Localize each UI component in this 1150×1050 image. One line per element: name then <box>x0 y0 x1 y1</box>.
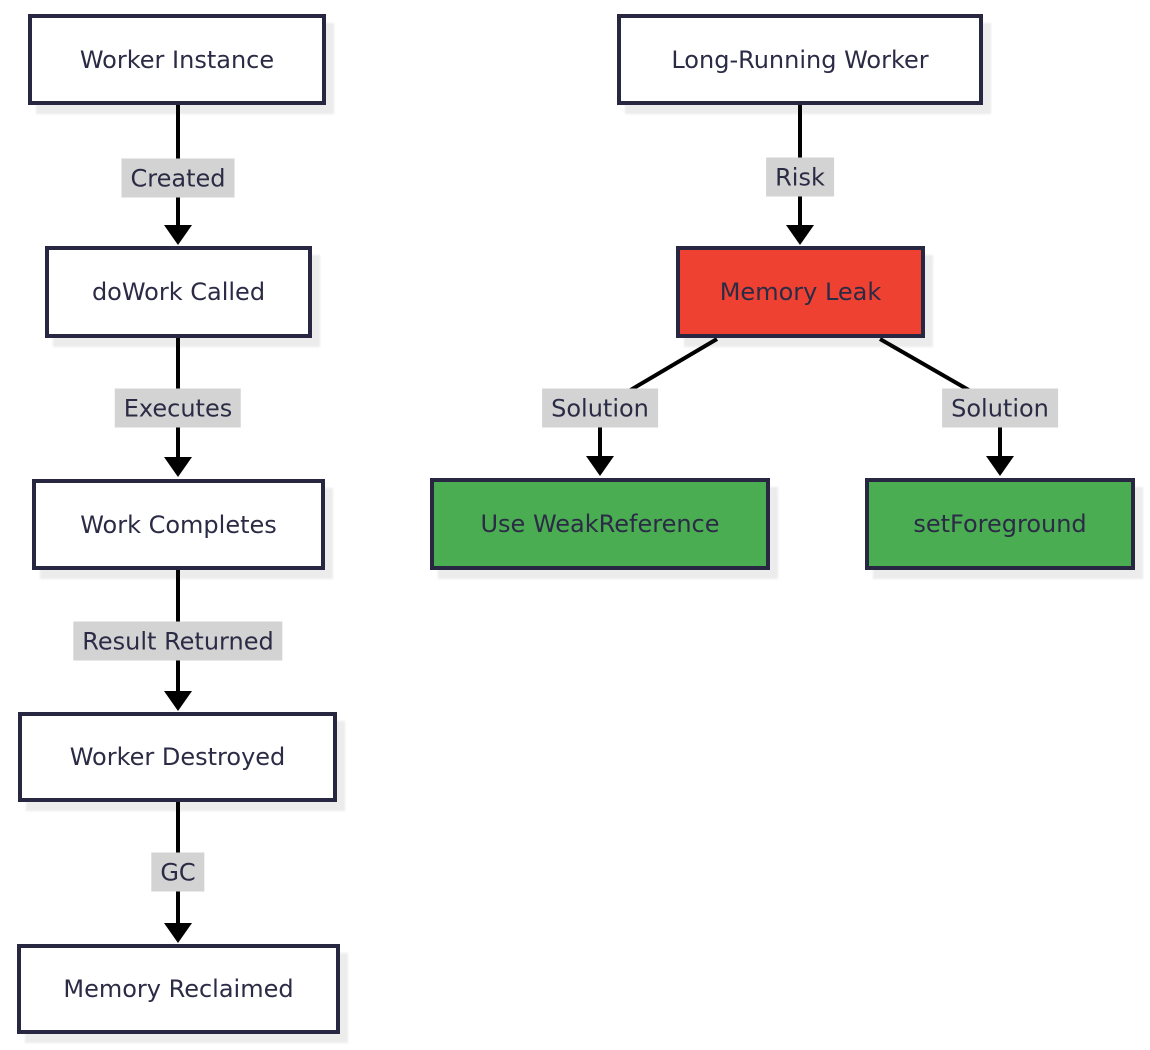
node-dowork-called-label: doWork Called <box>91 278 266 306</box>
node-memory-leak-label: Memory Leak <box>719 278 882 306</box>
node-worker-instance-label: Worker Instance <box>79 45 275 74</box>
node-memory-reclaimed-label: Memory Reclaimed <box>63 975 294 1003</box>
node-memory-reclaimed: Memory Reclaimed <box>17 944 340 1034</box>
edge-label-gc: GC <box>151 852 205 892</box>
node-use-weakreference: Use WeakReference <box>430 478 770 570</box>
edge-label-created: Created <box>121 158 235 198</box>
node-long-running-worker-label: Long-Running Worker <box>671 45 929 74</box>
node-use-weakreference-label: Use WeakReference <box>480 510 720 538</box>
node-worker-destroyed: Worker Destroyed <box>18 712 337 802</box>
node-work-completes: Work Completes <box>32 479 325 570</box>
node-worker-instance: Worker Instance <box>28 14 326 105</box>
edge-label-executes: Executes <box>114 388 242 428</box>
node-memory-leak: Memory Leak <box>676 246 925 338</box>
node-long-running-worker: Long-Running Worker <box>617 14 983 105</box>
edge-label-solution-left: Solution <box>542 388 658 428</box>
edge-label-risk: Risk <box>766 157 834 197</box>
edge-label-result-returned: Result Returned <box>73 621 283 661</box>
node-worker-destroyed-label: Worker Destroyed <box>69 743 286 771</box>
node-dowork-called: doWork Called <box>45 246 312 338</box>
node-work-completes-label: Work Completes <box>80 510 277 539</box>
node-setforeground-label: setForeground <box>913 510 1087 538</box>
node-setforeground: setForeground <box>865 478 1135 570</box>
edge-label-solution-right: Solution <box>942 388 1058 428</box>
